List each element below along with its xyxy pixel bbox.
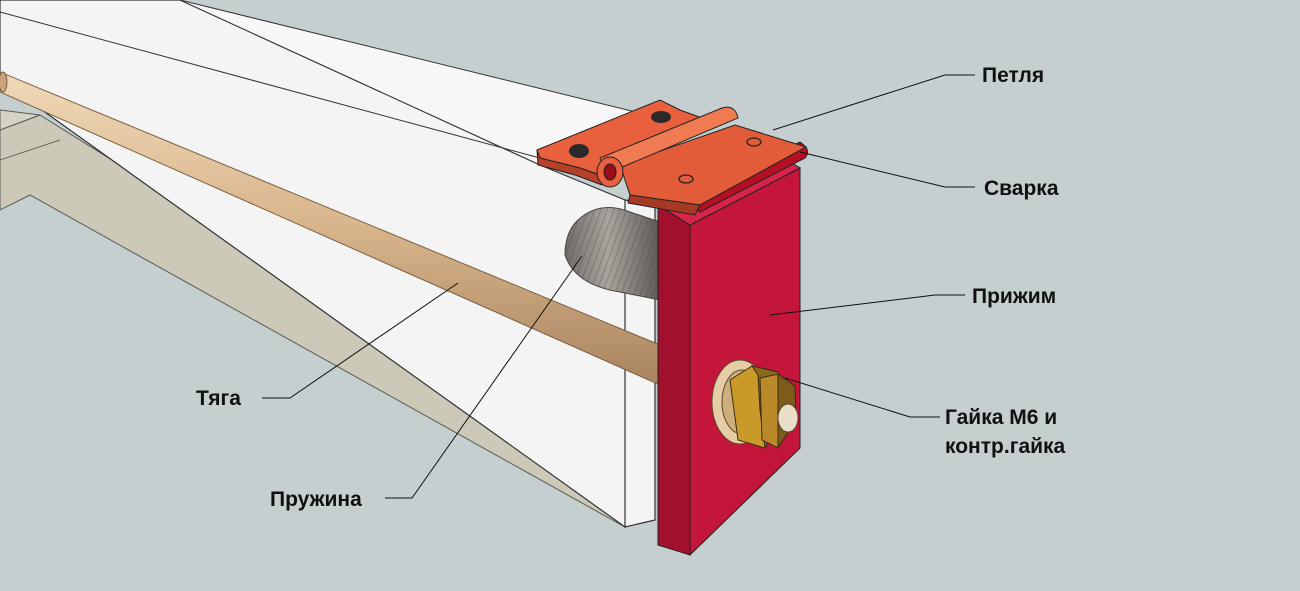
label-rod: Тяга <box>196 387 241 410</box>
beam-body <box>0 0 661 529</box>
leader-nut <box>784 377 940 418</box>
label-nut-line1: Гайка М6 и <box>945 406 1058 429</box>
hinge <box>536 99 808 216</box>
label-hinge: Петля <box>982 64 1045 87</box>
label-nut-line2: контр.гайка <box>945 435 1066 458</box>
label-spring: Пружина <box>270 488 362 511</box>
nut-assembly <box>711 359 799 450</box>
leader-clamp <box>769 294 965 316</box>
leader-hinge <box>772 74 975 131</box>
label-clamp: Прижим <box>972 285 1057 308</box>
leader-rod <box>262 282 459 399</box>
label-weld: Сварка <box>984 177 1059 200</box>
spring <box>564 207 661 301</box>
leader-spring <box>385 255 583 499</box>
leader-weld <box>799 151 975 188</box>
leader-lines <box>262 74 975 499</box>
